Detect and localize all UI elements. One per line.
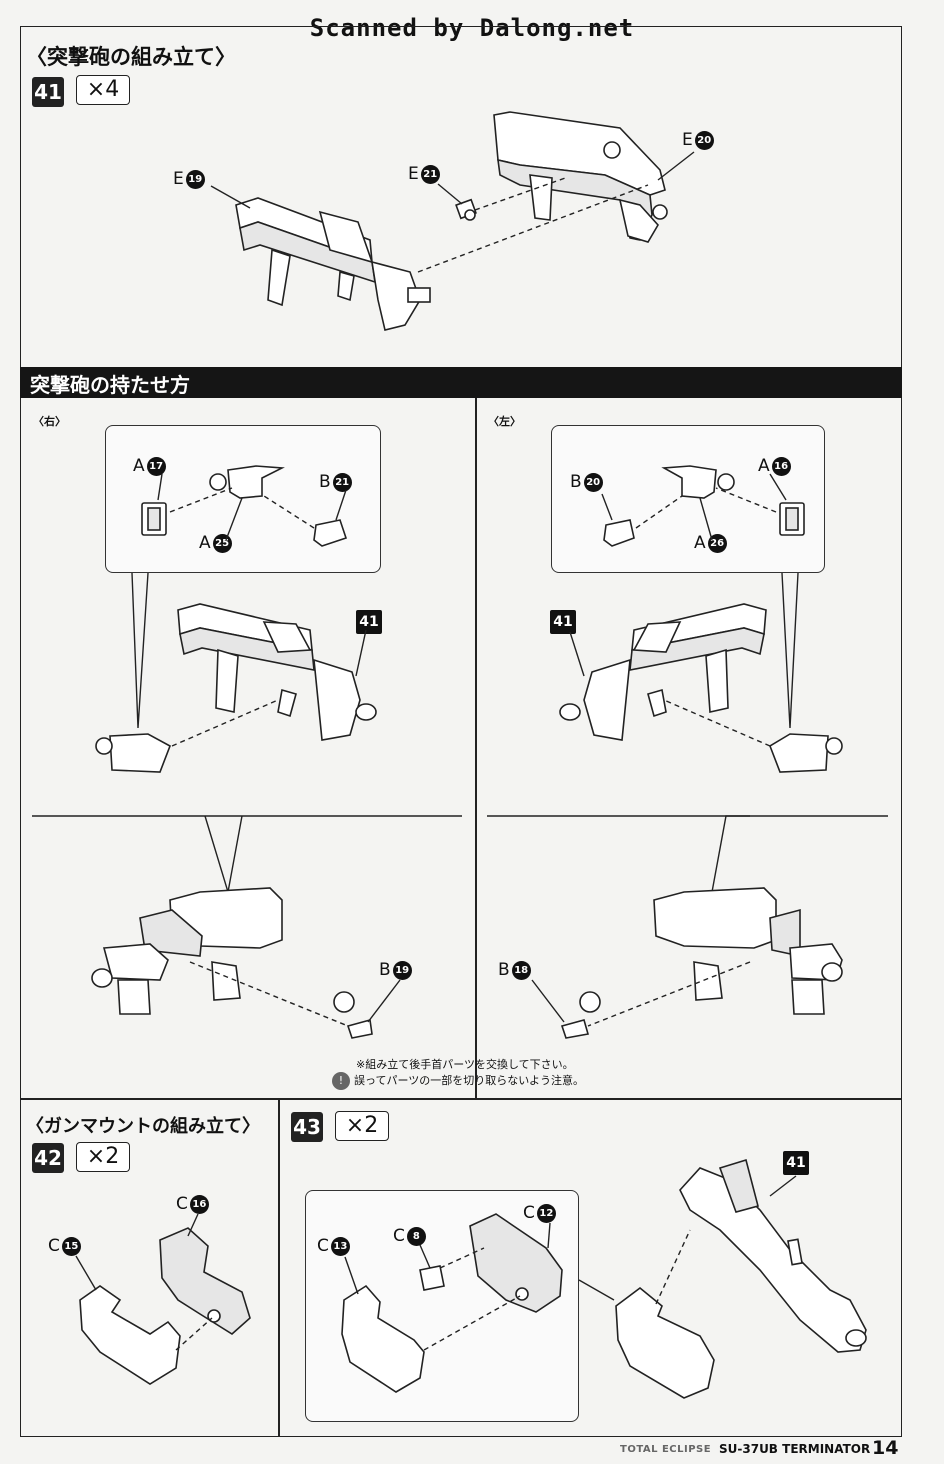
guide-line-2	[474, 176, 569, 211]
e21-small-part	[455, 198, 477, 221]
right-ref-tag-41: 41	[356, 610, 382, 634]
step-43-ref-tag-41: 41	[783, 1151, 809, 1175]
right-inset-parts	[141, 465, 348, 547]
scanned-by-watermark: Scanned by Dalong.net	[309, 14, 635, 42]
rifle-assembly-drawing	[210, 111, 695, 331]
right-hand-label: 〈右〉	[33, 415, 66, 428]
rifle-body-part	[235, 197, 431, 331]
left-hand-label: 〈左〉	[488, 415, 521, 428]
page-number: 14	[872, 1437, 899, 1459]
step-42-parts	[75, 1213, 251, 1385]
left-inset-parts	[601, 465, 805, 547]
step-42-number: 42	[32, 1143, 64, 1173]
footer-model: SU-37UB TERMINATOR	[719, 1442, 871, 1456]
step-43-inset-parts	[341, 1213, 615, 1393]
holding-drawings	[32, 465, 888, 1039]
e20-receiver-part	[493, 111, 668, 243]
step-43-multiplier: ×2	[335, 1111, 389, 1141]
left-hand-inset	[551, 425, 825, 573]
step-43-number: 43	[291, 1112, 323, 1142]
holding-divider	[475, 398, 477, 1098]
step-41-number: 41	[32, 77, 64, 107]
holding-section-title: 突撃砲の持たせ方	[30, 373, 190, 397]
note-caution: !誤ってパーツの一部を切り取らないよう注意。	[332, 1072, 584, 1090]
right-hand-inset	[105, 425, 381, 573]
left-lower-gun-drawing	[531, 887, 843, 1039]
left-gun-drawing	[559, 603, 843, 773]
left-ref-tag-41: 41	[550, 610, 576, 634]
note-swap-wrist: ※組み立て後手首パーツを交換して下さい。	[356, 1058, 574, 1071]
guide-line-1	[417, 184, 649, 273]
caution-icon: !	[332, 1072, 350, 1090]
step-43-assembly	[615, 1158, 867, 1399]
assault-cannon-title: 〈突撃砲の組み立て〉	[26, 45, 236, 69]
step-42-multiplier: ×2	[76, 1142, 130, 1172]
gun-mount-title: 〈ガンマウントの組み立て〉	[26, 1116, 260, 1137]
step-41-multiplier: ×4	[76, 75, 130, 105]
right-lower-gun-drawing	[91, 887, 401, 1039]
right-gun-drawing	[95, 603, 377, 773]
page-frame	[20, 26, 902, 1437]
gun-mount-mid-divider	[278, 1098, 280, 1437]
gun-mount-top-divider	[20, 1098, 902, 1100]
holding-section-band	[20, 367, 902, 398]
footer-brand: TOTAL ECLIPSE	[620, 1444, 712, 1455]
